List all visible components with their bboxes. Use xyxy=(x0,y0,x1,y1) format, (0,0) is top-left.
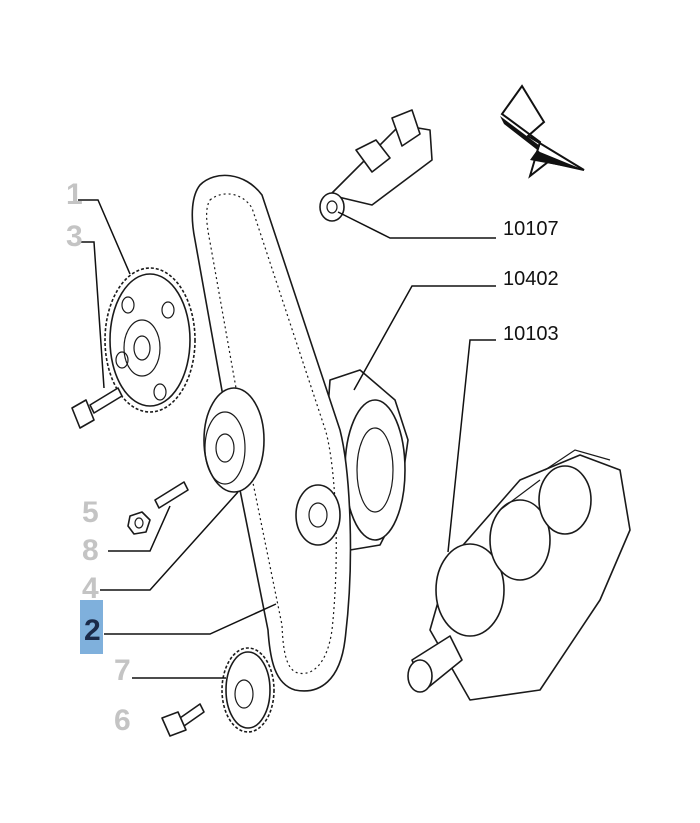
cam-sprocket xyxy=(104,267,196,413)
callout-4[interactable]: 4 xyxy=(82,572,99,605)
callout-3[interactable]: 3 xyxy=(66,220,83,253)
leader-lines xyxy=(78,199,496,679)
crank-sprocket xyxy=(221,647,275,733)
ref-10103[interactable]: 10103 xyxy=(503,323,559,345)
callout-6[interactable]: 6 xyxy=(114,704,131,737)
ref-10402[interactable]: 10402 xyxy=(503,268,559,290)
svg-text:6: 6 xyxy=(114,704,131,737)
crankshaft xyxy=(407,449,631,701)
callout-2[interactable]: 2 xyxy=(80,600,103,654)
svg-text:2: 2 xyxy=(84,614,101,647)
svg-text:8: 8 xyxy=(82,534,99,567)
stud-and-nut xyxy=(127,481,189,535)
camshaft xyxy=(319,109,433,222)
cam-bolt xyxy=(71,387,123,429)
svg-text:10103: 10103 xyxy=(503,323,559,345)
svg-text:10107: 10107 xyxy=(503,218,559,240)
callout-8[interactable]: 8 xyxy=(82,534,99,567)
callout-highlight xyxy=(80,600,103,654)
svg-text:7: 7 xyxy=(114,654,131,687)
crank-pulley xyxy=(295,484,341,546)
crank-bolt xyxy=(161,703,205,737)
svg-text:10402: 10402 xyxy=(503,268,559,290)
svg-text:1: 1 xyxy=(66,178,83,211)
svg-text:4: 4 xyxy=(82,572,99,605)
callout-1[interactable]: 1 xyxy=(66,178,83,211)
svg-text:5: 5 xyxy=(82,496,99,529)
callout-5[interactable]: 5 xyxy=(82,496,99,529)
ref-10107[interactable]: 10107 xyxy=(503,218,559,240)
svg-text:3: 3 xyxy=(66,220,83,253)
tensioner-pulley xyxy=(203,387,265,493)
callout-7[interactable]: 7 xyxy=(114,654,131,687)
direction-arrow-icon xyxy=(500,84,585,179)
